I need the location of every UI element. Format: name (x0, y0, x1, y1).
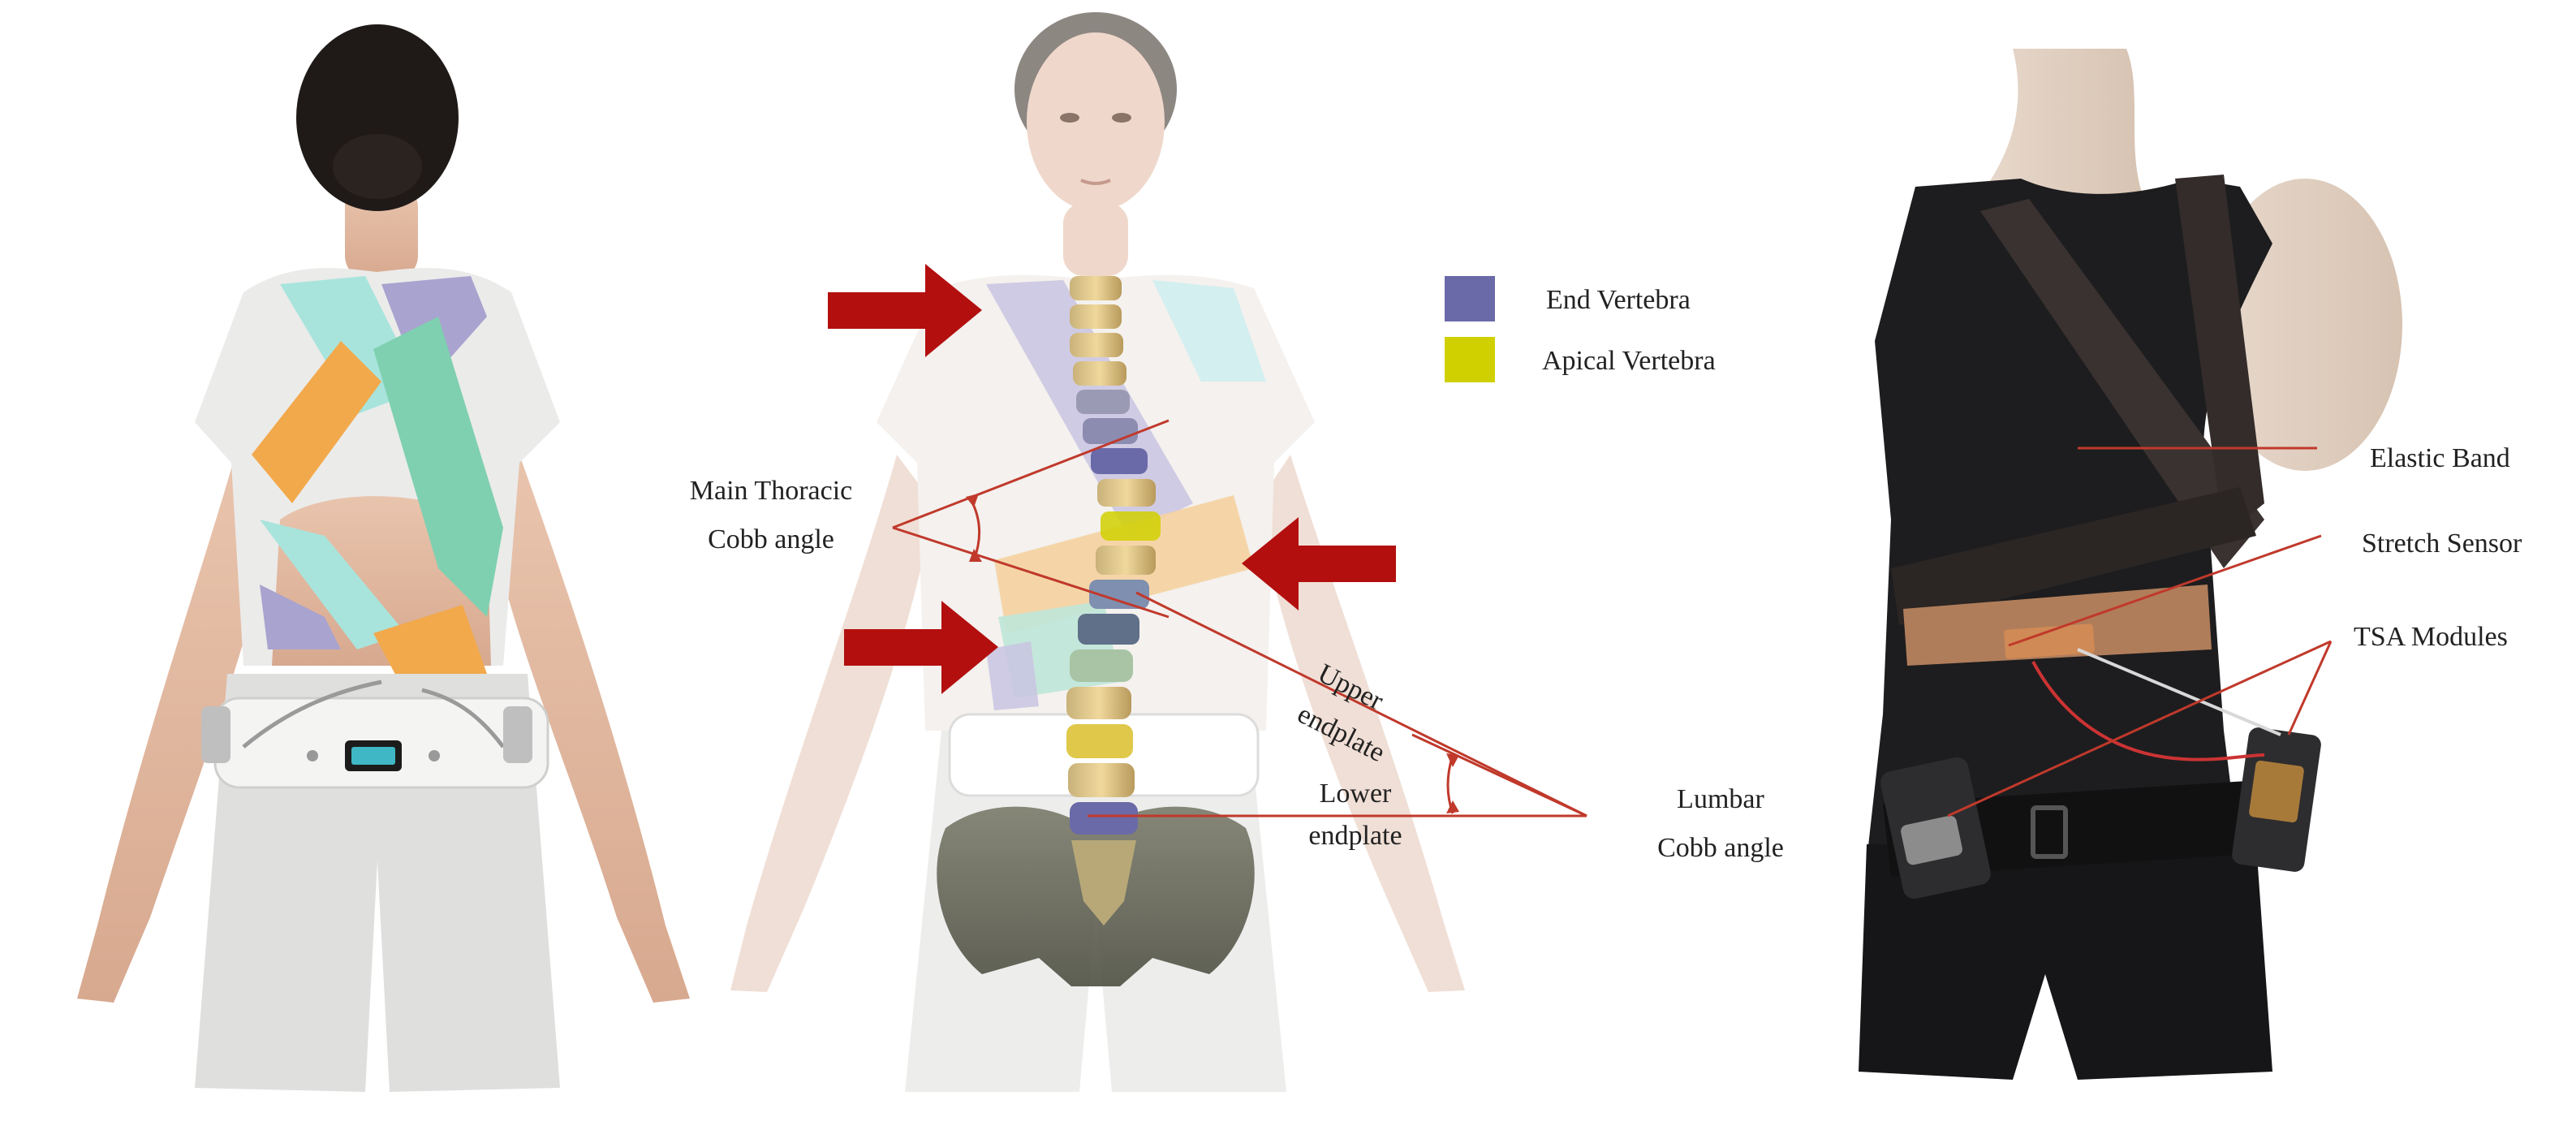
hair-bun (333, 134, 422, 199)
lumbar-label-line1: Lumbar (1677, 784, 1764, 814)
vertebra-apical (1101, 511, 1161, 541)
back-view-figure (77, 24, 690, 1092)
lower-endplate-label-line1: Lower (1319, 779, 1392, 809)
vertebra (1097, 479, 1156, 507)
stretch-sensor-label: Stretch Sensor (2362, 528, 2522, 559)
legend-swatch-apical-vertebra (1445, 337, 1495, 382)
right-arm (487, 455, 690, 1003)
eye (1112, 113, 1131, 123)
arrowhead (966, 494, 979, 507)
lumbar-upper-line (1135, 591, 1587, 818)
right-arm (1258, 455, 1465, 992)
arrowhead (969, 549, 982, 562)
orange-band-upper (252, 341, 381, 503)
mannequin-device-figure (1859, 49, 2402, 1080)
device-leader-lines (1947, 447, 2333, 818)
leader-tsa-left (1947, 640, 2332, 818)
vertebra (1070, 333, 1123, 357)
arrow-left-middle (1242, 517, 1396, 610)
vertebra (1073, 361, 1126, 386)
left-arm (77, 455, 276, 1003)
lumbar-connect-line (1411, 733, 1587, 818)
elastic-band-label: Elastic Band (2370, 443, 2510, 473)
leader-stretch-sensor (2008, 534, 2322, 647)
belt-display-screen (351, 747, 395, 765)
front-view-figure (730, 12, 1587, 1092)
arrow-right-lower (844, 601, 998, 694)
lower-endplate-label-line2: endplate (1308, 821, 1402, 851)
white-top (877, 274, 1315, 731)
main-thoracic-lower-line (892, 526, 1170, 619)
belt-button (307, 750, 318, 761)
face (1027, 32, 1165, 211)
upper-end-line (892, 419, 1170, 529)
left-arm (730, 455, 933, 992)
vertebra-end (1091, 448, 1148, 474)
elastic-band-diagonal (1980, 199, 2264, 568)
arrow-right-upper (828, 264, 982, 357)
tsa-module-left-motor (1901, 815, 1962, 865)
legend-swatch-end-vertebra (1445, 276, 1495, 321)
main-thoracic-label-line2: Cobb angle (708, 524, 834, 554)
arrowhead (1446, 753, 1459, 767)
purple-band-lower (260, 585, 341, 649)
stretch-sensor (2004, 623, 2095, 659)
tsa-module-left (201, 706, 230, 763)
belt-button (429, 750, 440, 761)
tsa-modules-label: TSA Modules (2354, 622, 2508, 652)
vertebra (1076, 390, 1130, 414)
stretch-sensor-strap (1903, 585, 2212, 666)
legend-label-end-vertebra: End Vertebra (1546, 285, 1691, 315)
elastic-band-shoulder (2175, 175, 2264, 536)
cable (242, 679, 505, 749)
vertebra (1070, 649, 1133, 682)
arrowhead (1446, 800, 1459, 813)
teal-band-lower (260, 520, 406, 649)
purple-band-lower (986, 641, 1039, 710)
green-band (373, 317, 503, 617)
vertebra (1089, 580, 1149, 609)
orange-band-lower (373, 605, 487, 694)
belt-buckle (2031, 805, 2068, 859)
teal-band (1152, 280, 1266, 382)
vertebra-end (1078, 614, 1139, 645)
tsa-module-right (503, 706, 532, 763)
lumbar-label-line2: Cobb angle (1657, 833, 1784, 863)
angle-arrowheads (966, 494, 1459, 813)
cobb-angle-lines (892, 419, 1587, 818)
vertebra (1083, 418, 1138, 444)
mannequin-neck (1980, 49, 2143, 195)
eye (1060, 113, 1079, 123)
vertebra-apical (1066, 724, 1133, 758)
neck (1063, 203, 1128, 276)
red-cable (2031, 661, 2265, 761)
legend-label-apical-vertebra: Apical Vertebra (1542, 346, 1716, 376)
vertebra (1068, 763, 1135, 797)
elastic-band-cross (1891, 487, 2256, 625)
vertebra (1070, 276, 1122, 300)
vertebra (1066, 687, 1131, 719)
mouth (1080, 179, 1111, 185)
vertebra (1096, 546, 1156, 575)
main-thoracic-label-line1: Main Thoracic (689, 476, 853, 506)
sacrum (1071, 840, 1136, 925)
force-arrows (828, 264, 1396, 694)
tsa-module-right-electronics (2249, 760, 2304, 823)
black-shorts (1859, 844, 2272, 1080)
leader-tsa-right (2287, 641, 2333, 736)
vertebra-end (1070, 802, 1138, 835)
vertebra (1070, 304, 1122, 329)
white-tendon (2077, 648, 2281, 736)
